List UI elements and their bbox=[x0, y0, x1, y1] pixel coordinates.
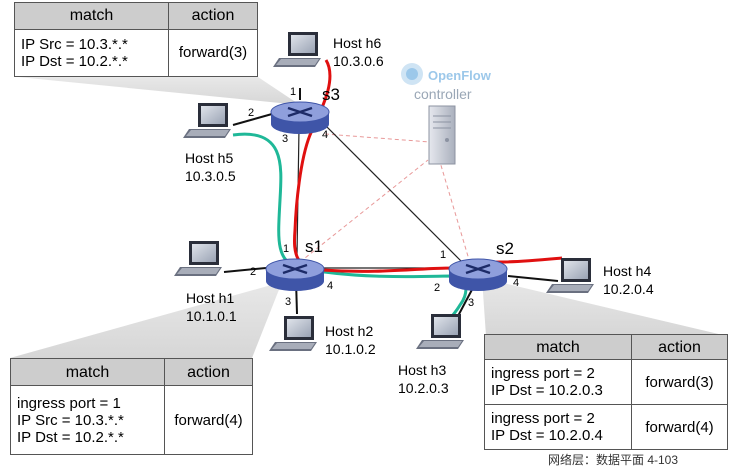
port-s1-1: 1 bbox=[283, 243, 289, 255]
host-h4-computer-icon bbox=[546, 258, 594, 293]
flow-table-s1: match action ingress port = 1 IP Src = 1… bbox=[10, 357, 253, 455]
table-s3-match-header: match bbox=[14, 2, 169, 30]
callout-s2-table bbox=[482, 278, 727, 336]
port-s2-4: 4 bbox=[513, 277, 519, 289]
port-s3-2: 2 bbox=[248, 107, 254, 119]
table-s2-match-header: match bbox=[484, 333, 632, 361]
port-labels: 1 2 3 4 1 2 3 4 1 2 3 4 bbox=[248, 86, 519, 309]
switch-s3 bbox=[270, 101, 330, 134]
host-h5-ip: 10.3.0.5 bbox=[185, 168, 236, 184]
port-s2-1: 1 bbox=[440, 249, 446, 261]
host-labels: Host h6 10.3.0.6 Host h5 10.3.0.5 Host h… bbox=[185, 35, 654, 396]
table-s3-row-1-match: IP Src = 10.3.*.* IP Dst = 10.2.*.* bbox=[14, 28, 169, 78]
host-h2-name: Host h2 bbox=[325, 323, 373, 339]
match-field: IP Dst = 10.2.*.* bbox=[17, 428, 124, 446]
link-s3-s2 bbox=[323, 123, 463, 263]
host-h3-name: Host h3 bbox=[398, 362, 446, 378]
host-h3-ip: 10.2.0.3 bbox=[398, 380, 449, 396]
host-h4-ip: 10.2.0.4 bbox=[603, 281, 654, 297]
openflow-logo: OpenFlow controller bbox=[401, 63, 492, 102]
port-s1-4: 4 bbox=[327, 280, 333, 292]
port-s1-2: 2 bbox=[250, 266, 256, 278]
flow-table-s2: match action ingress port = 2 IP Dst = 1… bbox=[484, 333, 728, 450]
callout-s3-table bbox=[18, 77, 300, 105]
port-s1-3: 3 bbox=[285, 296, 291, 308]
match-field: IP Src = 10.3.*.* bbox=[17, 411, 124, 429]
host-h1-computer-icon bbox=[174, 241, 222, 276]
port-s2-3: 3 bbox=[468, 297, 474, 309]
table-s1-action-header: action bbox=[164, 357, 253, 387]
table-s2-row-2-match: ingress port = 2 IP Dst = 10.2.0.4 bbox=[484, 404, 632, 450]
switch-s2-label: s2 bbox=[496, 239, 514, 258]
host-h6-name: Host h6 bbox=[333, 35, 381, 51]
match-field: IP Src = 10.3.*.* bbox=[21, 35, 128, 53]
table-s1-row-1-action: forward(4) bbox=[164, 385, 253, 455]
switch-s1-label: s1 bbox=[305, 237, 323, 256]
table-s2-row-1-match: ingress port = 2 IP Dst = 10.2.0.3 bbox=[484, 359, 632, 406]
match-field: IP Dst = 10.2.*.* bbox=[21, 52, 128, 70]
table-s2-row-1-action: forward(3) bbox=[631, 359, 728, 406]
flow-h5-to-h3-green bbox=[232, 132, 468, 323]
port-s3-1: 1 bbox=[290, 86, 296, 98]
host-h4-name: Host h4 bbox=[603, 263, 651, 279]
table-row: ingress port = 2 IP Dst = 10.2.0.4 forwa… bbox=[484, 404, 728, 450]
match-field: ingress port = 2 bbox=[491, 365, 595, 383]
match-field: IP Dst = 10.2.0.3 bbox=[491, 382, 603, 400]
match-field: ingress port = 1 bbox=[17, 394, 121, 412]
host-h2-ip: 10.1.0.2 bbox=[325, 341, 376, 357]
host-h5-name: Host h5 bbox=[185, 150, 233, 166]
openflow-brand: OpenFlow bbox=[428, 68, 492, 83]
switch-s1 bbox=[265, 258, 325, 291]
flow-table-s3: match action IP Src = 10.3.*.* IP Dst = … bbox=[14, 2, 258, 78]
match-field: IP Dst = 10.2.0.4 bbox=[491, 427, 603, 445]
port-s3-4: 4 bbox=[322, 129, 328, 141]
host-h2-computer-icon bbox=[269, 316, 317, 351]
table-row: ingress port = 2 IP Dst = 10.2.0.3 forwa… bbox=[484, 359, 728, 406]
host-h5-computer-icon bbox=[183, 103, 231, 138]
host-h1-name: Host h1 bbox=[186, 290, 234, 306]
table-s1-row-1-match: ingress port = 1 IP Src = 10.3.*.* IP Ds… bbox=[10, 385, 165, 455]
controller-server-icon bbox=[428, 105, 456, 165]
switch-s2 bbox=[448, 258, 508, 291]
match-field: ingress port = 2 bbox=[491, 410, 595, 428]
slide-footer: 网络层：数据平面 4-103 bbox=[548, 453, 679, 467]
host-h6-ip: 10.3.0.6 bbox=[333, 53, 384, 69]
table-s1-match-header: match bbox=[10, 357, 165, 387]
table-s3-action-header: action bbox=[168, 2, 258, 30]
port-s2-2: 2 bbox=[434, 282, 440, 294]
host-h6-computer-icon bbox=[273, 32, 321, 67]
table-row: ingress port = 1 IP Src = 10.3.*.* IP Ds… bbox=[10, 385, 253, 455]
table-s3-row-1-action: forward(3) bbox=[168, 28, 258, 78]
table-row: IP Src = 10.3.*.* IP Dst = 10.2.*.* forw… bbox=[14, 28, 258, 78]
controller-label: controller bbox=[414, 86, 472, 102]
host-h3-computer-icon bbox=[416, 314, 464, 349]
table-s2-action-header: action bbox=[631, 333, 728, 361]
port-s3-3: 3 bbox=[282, 133, 288, 145]
host-h1-ip: 10.1.0.1 bbox=[186, 308, 237, 324]
switch-s3-label: s3 bbox=[322, 85, 340, 104]
callout-s1-table bbox=[10, 282, 282, 358]
table-s2-row-2-action: forward(4) bbox=[631, 404, 728, 450]
control-links bbox=[299, 133, 471, 264]
